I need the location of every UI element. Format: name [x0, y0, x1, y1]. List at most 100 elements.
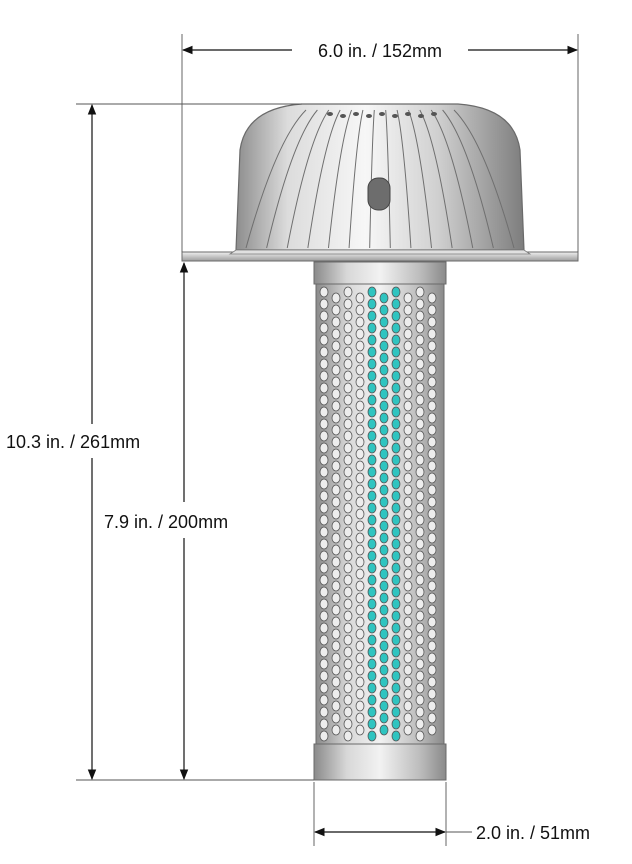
perforation-hole [319, 610, 329, 622]
perforation-hole [415, 430, 425, 442]
perforation-hole [355, 340, 365, 352]
perforation-hole [391, 310, 401, 322]
perforation-hole [391, 322, 401, 334]
tube-diameter-label: 2.0 in. / 51mm [476, 823, 590, 843]
perforation-hole [379, 676, 389, 688]
perforation-hole [367, 418, 377, 430]
dome-ribs [245, 109, 515, 249]
perforation-hole [427, 640, 437, 652]
dome-rib [407, 109, 433, 249]
perforation-hole [355, 400, 365, 412]
perforation-hole [331, 484, 341, 496]
perforation-hole [403, 388, 413, 400]
perforation-hole [391, 490, 401, 502]
perforation-hole [331, 388, 341, 400]
perforation-hole [415, 574, 425, 586]
perforation-hole [367, 574, 377, 586]
perforation-hole [367, 322, 377, 334]
perforation-hole [427, 556, 437, 568]
perforation-hole [331, 532, 341, 544]
perforation-hole [379, 544, 389, 556]
perforation-hole [415, 394, 425, 406]
perforation-hole [355, 580, 365, 592]
perforation-hole [415, 586, 425, 598]
perforation-hole [343, 706, 353, 718]
perforation-hole [415, 670, 425, 682]
perforation-hole [379, 496, 389, 508]
perforation-hole [379, 532, 389, 544]
perforation-hole [343, 670, 353, 682]
perforation-hole [319, 538, 329, 550]
roof-drain-illustration [181, 103, 579, 781]
perforation-hole [319, 634, 329, 646]
perforation-hole [379, 688, 389, 700]
perforation-hole [427, 472, 437, 484]
perforation-hole [367, 298, 377, 310]
perforation-hole [403, 580, 413, 592]
perforation-hole [367, 610, 377, 622]
perforation-hole [343, 466, 353, 478]
perforation-hole [415, 550, 425, 562]
perforation-hole [367, 406, 377, 418]
perforation-hole [379, 400, 389, 412]
perforation-hole [403, 448, 413, 460]
perforation-hole [331, 472, 341, 484]
perforation-hole [403, 436, 413, 448]
perforation-hole [343, 622, 353, 634]
perforation-hole [343, 586, 353, 598]
perforation-hole [427, 544, 437, 556]
perforation-hole [415, 622, 425, 634]
perforation-hole [403, 508, 413, 520]
perforation-hole [355, 460, 365, 472]
perforation-hole [391, 418, 401, 430]
perforation-hole [331, 616, 341, 628]
perforation-hole [415, 610, 425, 622]
perforation-hole [391, 586, 401, 598]
perforation-hole [403, 304, 413, 316]
perforation-hole [379, 580, 389, 592]
perforation-hole [427, 592, 437, 604]
perforation-hole [355, 724, 365, 736]
perforation-hole [427, 328, 437, 340]
perforation-hole [391, 718, 401, 730]
perforation-hole [319, 406, 329, 418]
perforation-hole [415, 562, 425, 574]
perforation-hole [403, 316, 413, 328]
perforation-hole [367, 526, 377, 538]
perforation-hole [343, 682, 353, 694]
perforation-hole [331, 640, 341, 652]
perforation-hole [403, 376, 413, 388]
perforation-hole [331, 352, 341, 364]
perforation-hole [427, 700, 437, 712]
perforation-hole [367, 550, 377, 562]
perforation-hole [415, 646, 425, 658]
perforation-hole [367, 706, 377, 718]
perforation-hole [379, 628, 389, 640]
perforation-hole [379, 424, 389, 436]
perforation-hole [355, 700, 365, 712]
perforation-hole [331, 328, 341, 340]
dome-rib [348, 109, 364, 249]
perforation-hole [367, 394, 377, 406]
perforation-hole [331, 400, 341, 412]
perforation-hole [379, 304, 389, 316]
perforation-hole [319, 502, 329, 514]
bottom-collar [313, 743, 447, 781]
perforation-hole [343, 610, 353, 622]
perforation-hole [415, 514, 425, 526]
perforation-hole [427, 340, 437, 352]
perforation-hole [343, 490, 353, 502]
perforation-hole [415, 346, 425, 358]
perforation-hole [427, 484, 437, 496]
perforation-hole [319, 598, 329, 610]
perforation-hole [415, 706, 425, 718]
perforation-hole [403, 484, 413, 496]
perforation-hole [379, 448, 389, 460]
perforation-hole [391, 382, 401, 394]
perforation-hole [367, 694, 377, 706]
perforation-hole [331, 700, 341, 712]
dome-slot [367, 177, 391, 211]
perforation-hole [355, 448, 365, 460]
perforation-hole [415, 598, 425, 610]
perforation-hole [415, 454, 425, 466]
